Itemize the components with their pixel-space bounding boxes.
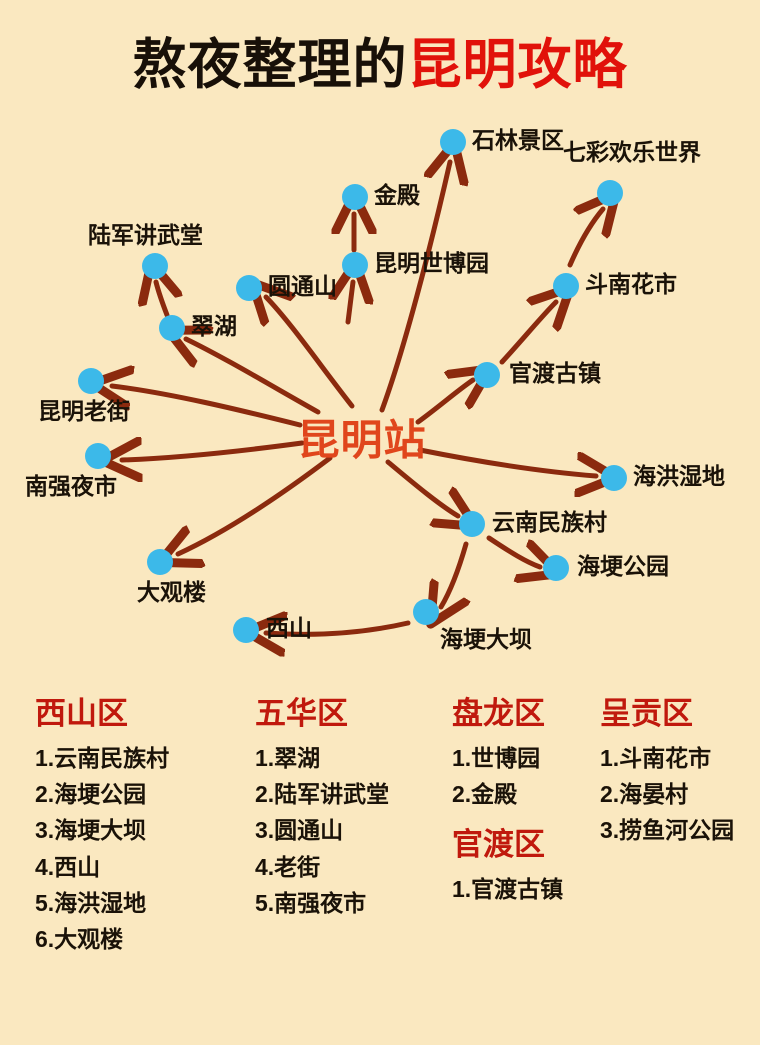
map-node-label-guandu: 官渡古镇 [509,360,601,386]
map-node-haihong[interactable] [601,465,627,491]
district-list-item: 3.海埂大坝 [35,817,147,844]
arrow-to-laojie [112,386,303,428]
district-column-chenggong-qu: 呈贡区 1.斗南花市 2.海晏村 3.捞鱼河公园 [600,695,734,849]
arrow-to-shibo [348,282,353,325]
district-list-item: 6.大观楼 [35,926,124,953]
title-black-part: 熬夜整理的 [132,35,408,95]
arrow-to-guandu [415,380,473,425]
district-group-盘龙区: 盘龙区 1.世博园 2.金殿 [452,695,563,812]
map-node-label-haigeng_park: 海埂公园 [577,553,669,579]
district-list-item: 3.圆通山 [255,817,344,844]
arrow-to-cuihu [186,339,321,415]
map-node-haigeng_dam[interactable] [413,599,439,625]
map-node-minzucun[interactable] [459,511,485,537]
map-node-label-haigeng_dam: 海埂大坝 [440,626,532,652]
arrow-to-shilin [379,162,450,413]
district-list-item: 1.世博园 [452,744,541,771]
district-list-item: 5.南强夜市 [255,890,367,917]
district-list-item: 2.海埂公园 [35,781,147,808]
district-group-官渡区: 官渡区 1.官渡古镇 [452,826,563,907]
district-heading: 盘龙区 [452,696,545,731]
map-node-yuantong[interactable] [236,275,262,301]
map-node-label-haihong: 海洪湿地 [633,463,725,489]
map-node-lujun[interactable] [142,253,168,279]
map-node-label-lujun: 陆军讲武堂 [88,222,203,248]
arrow-to-haihong [417,447,596,476]
map-node-label-dounan: 斗南花市 [585,271,677,297]
arrow-cuihu-to-lujun [156,282,167,318]
district-heading: 呈贡区 [600,696,693,731]
map-node-label-qicai: 七彩欢乐世界 [563,139,701,165]
map-node-cuihu[interactable] [159,315,185,341]
map-node-label-cuihu: 翠湖 [191,313,237,339]
map-node-label-shilin: 石林景区 [472,127,564,153]
arrow-haigeng-dam-to-xishan [266,623,411,634]
district-group-五华区: 五华区 1.翠湖 2.陆军讲武堂 3.圆通山 4.老街 5.南强夜市 [255,695,389,921]
map-node-laojie[interactable] [78,368,104,394]
district-list-item: 2.陆军讲武堂 [255,781,390,808]
arrow-to-daguanlou [178,455,333,554]
map-node-shibo[interactable] [342,252,368,278]
district-list-item: 1.翠湖 [255,744,321,771]
map-node-label-xishan: 西山 [266,615,312,641]
district-column-panlong-guandu-qu: 盘龙区 1.世博园 2.金殿官渡区 1.官渡古镇 [452,695,563,907]
map-node-label-yuantong: 圆通山 [268,273,337,299]
district-list-item: 3.捞鱼河公园 [600,817,735,844]
map-node-nanqiang[interactable] [85,443,111,469]
district-list-item: 1.斗南花市 [600,744,712,771]
district-group-呈贡区: 呈贡区 1.斗南花市 2.海晏村 3.捞鱼河公园 [600,695,734,849]
district-column-wuhua-qu: 五华区 1.翠湖 2.陆军讲武堂 3.圆通山 4.老街 5.南强夜市 [255,695,389,921]
district-list-item: 4.西山 [35,853,101,880]
title-red-part: 昆明攻略 [407,35,628,95]
map-node-xishan[interactable] [233,617,259,643]
arrow-minzucun-to-haigeng-dam [441,541,466,607]
map-node-label-minzucun: 云南民族村 [492,509,607,535]
attraction-map: 昆明站 石林景区七彩欢乐世界金殿陆军讲武堂昆明世博园圆通山 斗南花市翠湖官渡古镇昆… [0,110,760,680]
map-node-label-laojie: 昆明老街 [38,398,130,424]
district-list-item: 1.官渡古镇 [452,876,564,903]
district-list-item: 2.金殿 [452,781,518,808]
district-list-item: 4.老街 [255,853,321,880]
district-list-item: 5.海洪湿地 [35,890,147,917]
map-node-dounan[interactable] [553,273,579,299]
arrow-guandu-to-dounan [499,302,556,365]
arrow-layer [0,110,760,680]
district-heading: 五华区 [255,696,348,731]
hub-node-label: 昆明站 [297,418,427,465]
district-list-item: 1.云南民族村 [35,744,170,771]
district-heading: 官渡区 [452,827,545,863]
arrow-to-nanqiang [122,443,305,460]
map-node-label-shibo: 昆明世博园 [374,250,489,276]
page-title: 熬夜整理的昆明攻略 [0,34,760,96]
arrow-dounan-to-qicai [567,209,603,268]
map-node-label-nanqiang: 南强夜市 [25,473,117,499]
district-lists: 西山区 1.云南民族村 2.海埂公园 3.海埂大坝 4.西山 5.海洪湿地 6.大观楼 五华区… [0,695,760,1035]
arrow-minzucun-to-haigeng-park [486,535,540,567]
district-group-西山区: 西山区 1.云南民族村 2.海埂公园 3.海埂大坝 4.西山 5.海洪湿地 6.大观楼 [35,695,169,958]
map-node-qicai[interactable] [597,180,623,206]
map-node-label-daguanlou: 大观楼 [137,579,206,605]
district-list-item: 2.海晏村 [600,781,689,808]
arrow-to-yuantong [266,297,355,409]
arrow-to-minzucun [385,459,458,516]
map-node-daguanlou[interactable] [147,549,173,575]
map-node-haigeng_park[interactable] [543,555,569,581]
map-node-label-jindian: 金殿 [374,182,420,208]
map-node-jindian[interactable] [342,184,368,210]
map-node-guandu[interactable] [474,362,500,388]
district-column-xishan-qu: 西山区 1.云南民族村 2.海埂公园 3.海埂大坝 4.西山 5.海洪湿地 6.大观楼 [35,695,169,958]
map-node-shilin[interactable] [440,129,466,155]
district-heading: 西山区 [35,696,128,731]
